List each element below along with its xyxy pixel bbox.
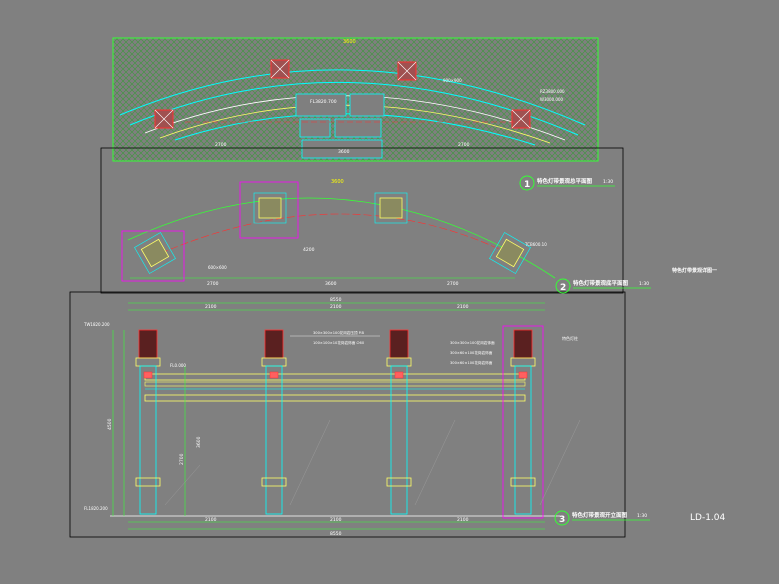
elev-callout-2: 100×100×10花岗岩饰面 ∅60 xyxy=(313,340,365,345)
view-number-2: 2 xyxy=(560,283,566,293)
view-scale-2: 1:30 xyxy=(639,281,649,287)
plan-note-r2: W3000.000 xyxy=(540,97,563,102)
elev-top-total: 8550 xyxy=(330,297,342,303)
base-mid-b: 3600 xyxy=(325,281,337,287)
plan-right-base: 2700 xyxy=(458,142,470,148)
view2-frame xyxy=(100,147,624,294)
side-note: 特色灯带景观详图一 xyxy=(672,267,717,274)
plan-center-label-a: FL3820.700 xyxy=(310,99,337,105)
base-right-base: 2700 xyxy=(447,281,459,287)
view-title-text-3: 特色灯带景观开立面图 xyxy=(572,511,628,519)
view-number-3: 3 xyxy=(559,515,565,525)
plan-note-l: 900×900 xyxy=(443,78,462,83)
view-scale-3: 1:30 xyxy=(637,513,647,519)
view-number-1: 1 xyxy=(524,180,530,190)
sheet-number: LD-1.04 xyxy=(690,513,726,523)
elev-bottom-seg-2: 2100 xyxy=(330,517,342,523)
view3-frame xyxy=(69,291,626,538)
elev-top-seg-1: 2100 xyxy=(205,304,217,310)
plan-center-label-b: 3600 xyxy=(338,149,350,155)
base-note-b: TCB600.10 xyxy=(524,242,547,247)
view1-plan: 3600 FL3820.700 3600 2700 2700 RZ3800.00… xyxy=(112,37,599,162)
elev-bottom-seg-1: 2100 xyxy=(205,517,217,523)
view-title-3: 3 特色灯带景观开立面图 1:30 xyxy=(554,510,650,526)
elev-left-tag-bottom: FL1820.200 xyxy=(84,506,108,511)
view-title-2: 2 特色灯带景观底平面图 1:30 xyxy=(555,278,651,294)
elev-left-tag-top: TW1820.200 xyxy=(83,322,110,327)
elev-top-seg-2: 2100 xyxy=(330,304,342,310)
view3-elevation: 8550 2100 2100 2100 8550 2100 2100 2100 … xyxy=(69,291,626,538)
elev-height-1: 4500 xyxy=(107,418,113,430)
elev-right-note: 特色灯柱 xyxy=(562,335,578,341)
base-mid-a: 4200 xyxy=(303,247,315,253)
plan-note-r1: RZ3800.000 xyxy=(540,89,565,94)
columns xyxy=(135,329,536,515)
elev-level-mark: FL0.000 xyxy=(170,363,186,368)
elev-detail-box xyxy=(502,325,544,519)
elev-bottom-seg-3: 2100 xyxy=(457,517,469,523)
view-title-1: 1 特色灯带景观总平面图 1:30 xyxy=(519,175,615,191)
elev-callout-4: 300×60×100花岗岩饰面 xyxy=(450,350,493,355)
view-title-text-2: 特色灯带景观底平面图 xyxy=(573,279,629,287)
plan-left-base: 2700 xyxy=(215,142,227,148)
view-scale-1: 1:30 xyxy=(603,179,613,185)
view-title-text-1: 特色灯带景观总平面图 xyxy=(537,177,593,185)
view2-base-plan: 3600 4200 3600 2700 2700 600×600 TCB600.… xyxy=(100,147,624,294)
elev-bottom-total: 8550 xyxy=(330,531,342,537)
elev-callout-3: 300×300×100花岗岩饰面 xyxy=(450,340,495,345)
elev-callout-5: 300×60×100花岗岩饰面 xyxy=(450,360,493,365)
elev-height-3: 3600 xyxy=(196,436,202,448)
elev-top-seg-3: 2100 xyxy=(457,304,469,310)
base-left-base: 2700 xyxy=(207,281,219,287)
elev-callout-1: 300×300×100花岗岩压顶 P.B xyxy=(313,330,364,335)
plan-top-dim: 3600 xyxy=(343,39,356,45)
elev-height-2: 2700 xyxy=(179,453,185,465)
base-note-a: 600×600 xyxy=(208,265,227,270)
base-arc-dim: 3600 xyxy=(331,179,344,185)
